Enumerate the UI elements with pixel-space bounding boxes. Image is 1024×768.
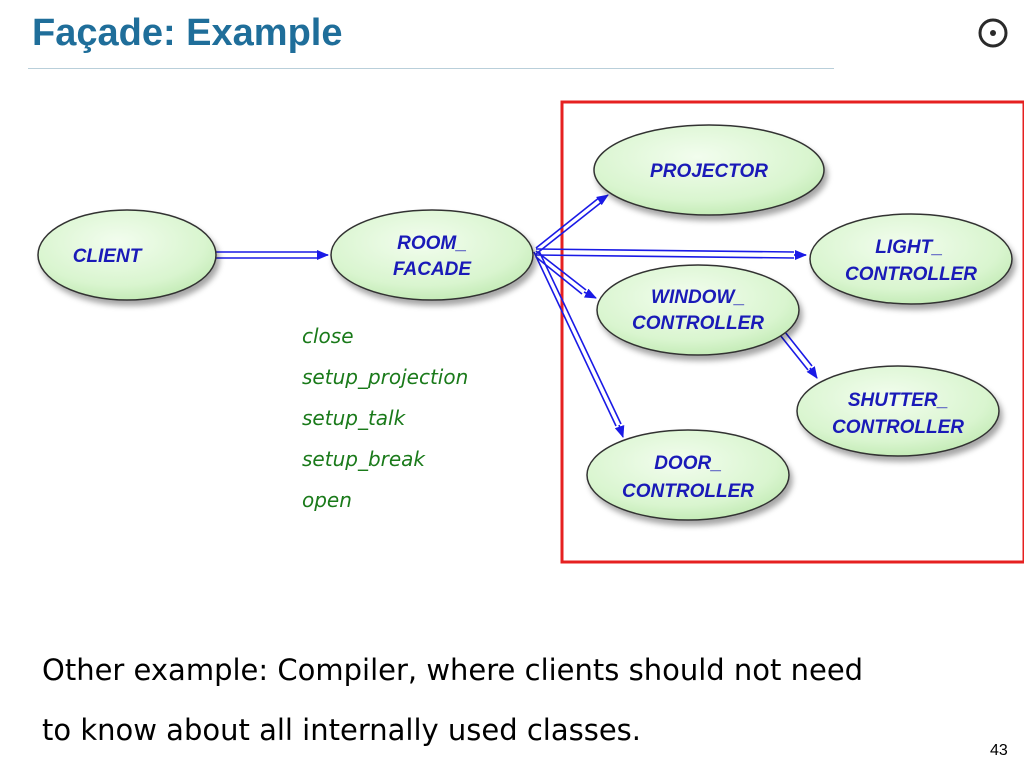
node-projector: PROJECTOR — [593, 124, 825, 216]
bottom-note-line1: Other example: Compiler, where clients s… — [42, 653, 864, 687]
bottom-note-line2: to know about all internally used classe… — [42, 713, 642, 747]
arrow-facade-to-window — [535, 250, 597, 299]
node-light-label-line1: LIGHT_ — [875, 237, 943, 258]
node-shutter-controller: SHUTTER_ CONTROLLER — [796, 365, 1000, 457]
facade-operations-list: close setup_projection setup_talk setup_… — [302, 316, 468, 521]
node-shutter-label-line2: CONTROLLER — [832, 417, 964, 438]
node-facade-label-line1: ROOM_ — [397, 233, 467, 254]
arrow-client-to-facade — [216, 250, 329, 260]
arrow-facade-to-door — [533, 250, 625, 438]
arrows — [216, 194, 818, 438]
arrow-window-to-shutter — [775, 326, 818, 379]
node-client-label: CLIENT — [73, 246, 143, 267]
arrow-facade-to-light — [535, 248, 807, 260]
facade-diagram: CLIENT ROOM_ FACADE PROJECTOR LIGHT_ CON… — [37, 100, 1024, 564]
node-light-controller: LIGHT_ CONTROLLER — [809, 213, 1013, 305]
node-light-label-line2: CONTROLLER — [845, 264, 977, 285]
node-facade: ROOM_ FACADE — [330, 209, 534, 301]
title-divider — [28, 68, 834, 69]
bottom-note: Other example: Compiler, where clients s… — [42, 640, 982, 760]
logo-icon — [978, 18, 1008, 48]
subsystem-boundary — [560, 100, 1024, 564]
operation-item: close — [302, 324, 354, 348]
slide-title: Façade: Example — [32, 12, 343, 54]
arrow-facade-to-projector — [535, 194, 609, 255]
node-door-controller: DOOR_ CONTROLLER — [586, 429, 790, 521]
node-client: CLIENT — [37, 209, 217, 301]
node-projector-label: PROJECTOR — [650, 161, 768, 182]
node-facade-label-line2: FACADE — [393, 259, 472, 280]
operation-item: setup_projection — [302, 365, 469, 389]
node-window-label-line1: WINDOW_ — [651, 287, 745, 308]
operation-item: open — [302, 488, 352, 512]
node-door-label-line2: CONTROLLER — [622, 481, 754, 502]
node-door-label-line1: DOOR_ — [654, 453, 722, 474]
node-shutter-label-line1: SHUTTER_ — [848, 390, 948, 411]
page-number: 43 — [990, 742, 1008, 759]
operation-item: setup_break — [302, 447, 425, 471]
node-window-controller: WINDOW_ CONTROLLER — [596, 264, 800, 356]
node-window-label-line2: CONTROLLER — [632, 313, 764, 334]
operation-item: setup_talk — [302, 406, 406, 430]
